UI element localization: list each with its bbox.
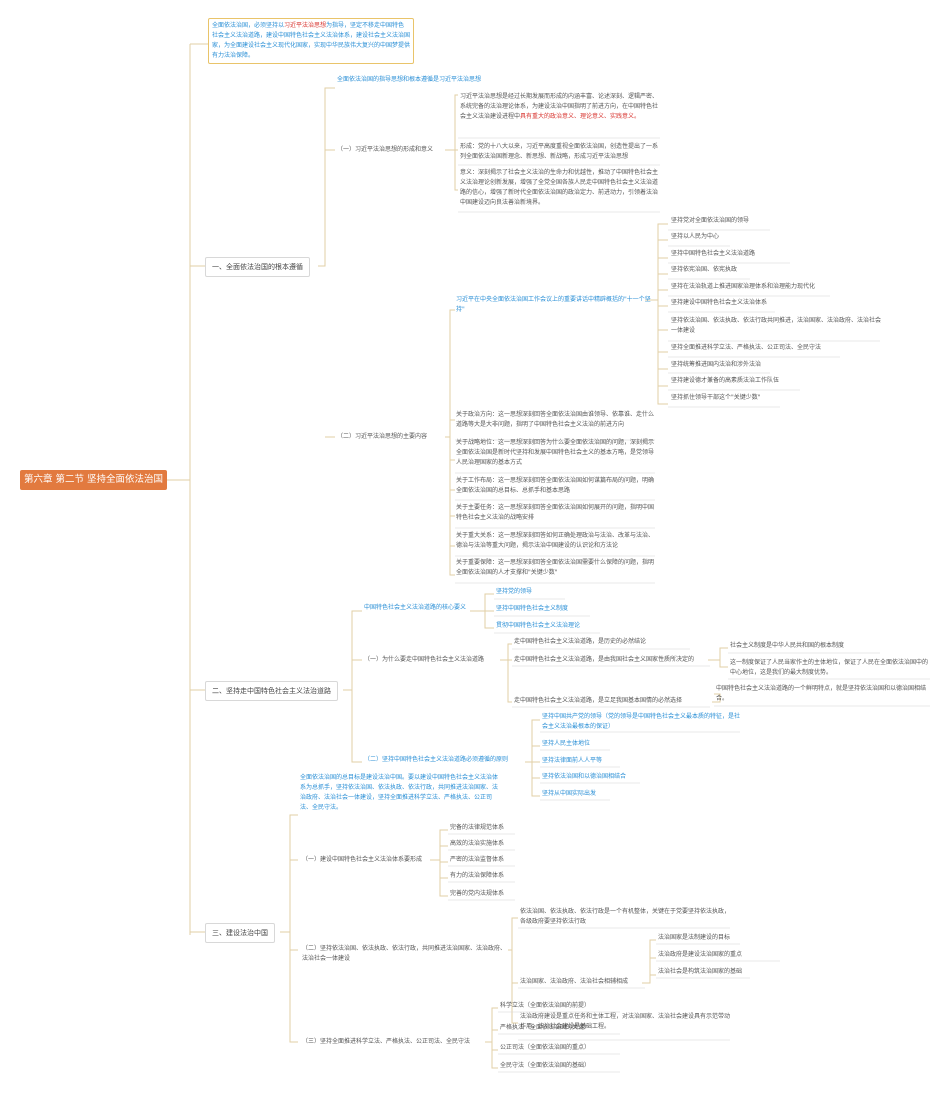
- s1-b-title[interactable]: （二）习近平法治思想的主要内容: [337, 433, 428, 440]
- s1-guide: 全面依法治国的指导思想和根本遵循是习近平法治思想: [337, 76, 482, 83]
- eleven-item: 坚持建设德才兼备的高素质法治工作队伍: [671, 377, 780, 384]
- system-item: 有力的法治保障体系: [450, 872, 505, 879]
- s2-why-title[interactable]: （一）为什么要走中国特色社会主义法治道路: [364, 656, 485, 663]
- about-item: 关于重大关系：这一思想深刻回答如何正确处理政治与法治、改革与法治、德治与法治等重…: [456, 532, 655, 549]
- sixteen-char-item: 严格执法（全面依法治国的关键）: [500, 1024, 591, 1031]
- eleven-item: 坚持在法治轨道上推进国家治理体系和治理能力现代化: [671, 283, 816, 290]
- law-state-item: 法治社会是构筑法治国家的基础: [658, 968, 743, 975]
- s3-b-p3: 法治政府建设是重点任务和主体工程，对法治国家、法治社会建设具有示范带动作用，法治…: [520, 1013, 731, 1030]
- sixteen-char-item: 公正司法（全面依法治国的重点）: [500, 1044, 591, 1051]
- eleven-item: 坚持以人民为中心: [671, 233, 720, 240]
- section-2-node[interactable]: 二、坚持走中国特色社会主义法治道路: [205, 681, 338, 701]
- system-item: 高效的法治实施体系: [450, 840, 505, 847]
- intro-post: 为指导，坚定不移走中国特色社会主义法治道路，建设中国特色社会主义法治体系，建设社…: [212, 22, 411, 59]
- principle-item: 坚持依法治国和以德治国相结合: [542, 773, 627, 780]
- s3-b-p1: 依法治国、依法执政、依法行政是一个有机整体，关键在于党要坚持依法执政，各级政府要…: [520, 908, 731, 925]
- principle-item: 坚持从中国实际出发: [542, 790, 597, 797]
- eleven-item: 坚持统筹推进国内法治和涉外法治: [671, 361, 762, 368]
- intro-highlight: 习近平法治思想: [284, 22, 327, 29]
- s1-a-p1-text: 习近平法治思想是经过长期发展而形成的内涵丰富、论述深刻、逻辑严密、系统完备的法治…: [460, 93, 659, 120]
- about-item: 关于主要任务：这一思想深刻回答全面依法治国如何展开的问题，指明中国特色社会主义法…: [456, 504, 655, 521]
- about-item: 关于政治方向：这一思想深刻回答全面依法治国由谁领导、依靠谁、走什么道路等大是大非…: [456, 411, 655, 428]
- s3-c-title[interactable]: （三）坚持全面推进科学立法、严格执法、公正司法、全民守法: [302, 1038, 471, 1045]
- eleven-item: 坚持建设中国特色社会主义法治体系: [671, 299, 768, 306]
- why-reason-detail: 中国特色社会主义法治道路的一个鲜明特点，就是坚持依法治国和以德治国相结合。: [716, 685, 927, 702]
- sixteen-char-item: 全民守法（全面依法治国的基础）: [500, 1062, 591, 1069]
- s3-b-p2: 法治国家、法治政府、法治社会相辅相成: [520, 978, 629, 985]
- system-item: 完备的法律规范体系: [450, 824, 505, 831]
- s1-a-title[interactable]: （一）习近平法治思想的形成和意义: [337, 146, 434, 153]
- system-item: 完善的党内法规体系: [450, 890, 505, 897]
- law-state-item: 法治国家是法制建设的目标: [658, 934, 731, 941]
- principle-item: 坚持人民主体地位: [542, 740, 591, 747]
- core-item: 贯彻中国特色社会主义法治理论: [496, 622, 581, 629]
- why-reason: 走中国特色社会主义法治道路，是由我国社会主义国家性质所决定的: [514, 656, 695, 663]
- s1-a-p1: 习近平法治思想是经过长期发展而形成的内涵丰富、论述深刻、逻辑严密、系统完备的法治…: [460, 92, 660, 122]
- s1-a-p2: 形成：党的十八大以来，习近平高度重视全面依法治国，创造性提出了一系列全面依法治国…: [460, 143, 659, 160]
- s2-core: 中国特色社会主义法治道路的核心要义: [364, 604, 467, 611]
- core-item: 坚持党的领导: [496, 588, 533, 595]
- s1-a-p1-red: 具有重大的政治意义、理论意义、实践意义。: [520, 113, 641, 120]
- section-3-node[interactable]: 三、建设法治中国: [205, 923, 275, 943]
- eleven-item: 坚持中国特色社会主义法治道路: [671, 250, 756, 257]
- why-reason-detail: 社会主义制度是中华人民共和国的根本制度: [730, 642, 845, 649]
- section-1-node[interactable]: 一、全面依法治国的根本遵循: [205, 257, 310, 277]
- s3-a-title[interactable]: （一）建设中国特色社会主义法治体系要形成: [302, 856, 423, 863]
- principle-item: 坚持法律面前人人平等: [542, 757, 603, 764]
- about-item: 关于重要保障：这一思想深刻回答全面依法治国需要什么保障的问题，指明全面依法治国的…: [456, 559, 655, 576]
- core-item: 坚持中国特色社会主义制度: [496, 605, 569, 612]
- root-node[interactable]: 第六章 第二节 坚持全面依法治国: [20, 470, 167, 490]
- intro-box: 全面依法治国，必须坚持以习近平法治思想为指导，坚定不移走中国特色社会主义法治道路…: [208, 18, 414, 64]
- intro-pre: 全面依法治国，必须坚持以: [212, 22, 285, 29]
- why-reason-detail: 这一制度保证了人民当家作主的主体地位，保证了人民在全面依法治国中的中心地位，这是…: [730, 659, 929, 676]
- about-item: 关于工作布局：这一思想深刻回答全面依法治国如何谋篇布局的问题，明确全面依法治国的…: [456, 477, 655, 494]
- sixteen-char-item: 科学立法（全面依法治国的前提）: [500, 1002, 591, 1009]
- s3-b-title[interactable]: （二）坚持依法治国、依法执政、依法行政，共同推进法治国家、法治政府、法治社会一体…: [302, 945, 507, 962]
- s2-principles-title[interactable]: （二）坚持中国特色社会主义法治道路必须遵循的原则: [364, 756, 509, 763]
- eleven-item: 坚持抓住领导干部这个"关键少数": [671, 394, 761, 401]
- s1-a-p3: 意义：深刻揭示了社会主义法治的生命力和优越性，推动了中国特色社会主义法治理论创新…: [460, 169, 659, 206]
- eleven-item: 坚持全面推进科学立法、严格执法、公正司法、全民守法: [671, 344, 822, 351]
- s3-intro: 全面依法治国的总目标是建设法治中国。要以建设中国特色社会主义法治体系为总抓手，坚…: [300, 774, 499, 811]
- system-item: 严密的法治监督体系: [450, 856, 505, 863]
- why-reason: 走中国特色社会主义法治道路，是历史的必然结论: [514, 638, 647, 645]
- eleven-item: 坚持依宪治国、依宪执政: [671, 266, 738, 273]
- why-reason: 走中国特色社会主义法治道路，是立足我国基本国情的必然选择: [514, 697, 683, 704]
- principle-item: 坚持中国共产党的领导（党的领导是中国特色社会主义最本质的特征，是社会主义法治最根…: [542, 713, 741, 730]
- law-state-item: 法治政府是建设法治国家的重点: [658, 951, 743, 958]
- s1-b-speech: 习近平在中央全面依法治国工作会议上的重要讲话中精辟概括的"十一个坚持": [456, 296, 651, 313]
- about-item: 关于战略地位：这一思想深刻回答为什么要全面依法治国的问题，深刻揭示全面依法治国是…: [456, 439, 655, 466]
- eleven-item: 坚持依法治国、依法执政、依法行政共同推进，法治国家、法治政府、法治社会一体建设: [671, 317, 882, 334]
- eleven-item: 坚持党对全面依法治国的领导: [671, 217, 750, 224]
